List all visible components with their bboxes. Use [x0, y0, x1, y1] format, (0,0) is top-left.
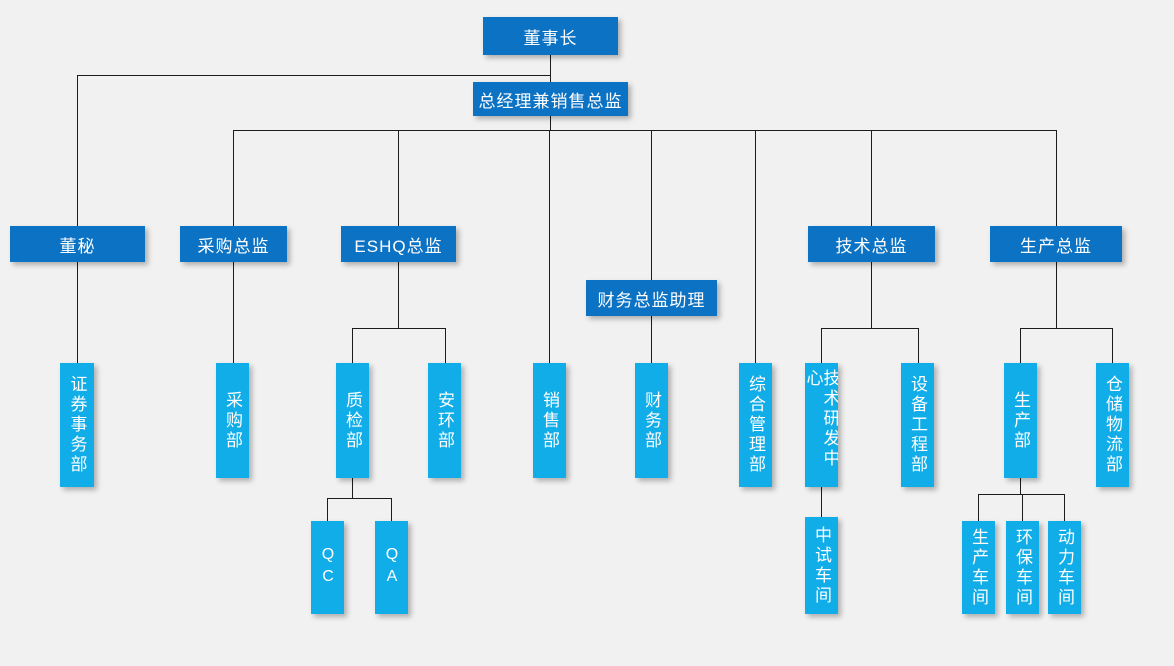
node-qc-dept[interactable]: 质检部	[336, 363, 369, 478]
node-finance-dept[interactable]: 财务部	[635, 363, 668, 478]
connector-finance-assistant-to-dept	[651, 316, 652, 364]
node-admin-dept[interactable]: 综合管理部	[739, 363, 772, 487]
connector-eshq-drop-qc	[352, 328, 353, 364]
connector-tech-drop-equipment	[918, 328, 919, 364]
connector-tech-drop-rd	[821, 328, 822, 364]
node-eshq-director[interactable]: ESHQ总监	[341, 226, 456, 262]
connector-qc-drop-qa	[391, 498, 392, 523]
connector-production-drop-warehouse	[1112, 328, 1113, 364]
connector-drop-production-director	[1056, 130, 1057, 227]
node-equipment-dept[interactable]: 设备工程部	[901, 363, 934, 487]
connector-qc-bus	[327, 498, 392, 499]
node-safety-env-dept[interactable]: 安环部	[428, 363, 461, 478]
connector-eshq-bus	[352, 328, 445, 329]
connector-workshop-bus	[978, 494, 1064, 495]
connector-tech-bus	[821, 328, 918, 329]
node-rd-center[interactable]: 技术研发中心	[805, 363, 838, 487]
connector-qc-stem	[352, 478, 353, 498]
connector-drop-finance-assistant	[651, 130, 652, 281]
connector-production-stem	[1056, 262, 1057, 328]
node-board-secretary[interactable]: 董秘	[10, 226, 145, 262]
connector-workshop-drop-env	[1022, 494, 1023, 522]
connector-chairman-to-gm	[550, 55, 551, 82]
node-pilot-workshop[interactable]: 中试车间	[805, 517, 838, 614]
connector-gm-stem	[550, 116, 551, 130]
connector-qc-drop-qc	[327, 498, 328, 523]
connector-rd-to-pilot	[821, 487, 822, 518]
connector-drop-eshq-director	[398, 130, 399, 227]
connector-tech-stem	[871, 262, 872, 328]
node-production-dept[interactable]: 生产部	[1004, 363, 1037, 478]
connector-drop-admin-dept	[755, 130, 756, 364]
connector-production-bus	[1020, 328, 1113, 329]
connector-drop-tech-director	[871, 130, 872, 227]
connector-chairman-bus-to-secretary	[77, 75, 551, 76]
connector-drop-purchasing-director	[233, 130, 234, 227]
node-purchasing-director[interactable]: 采购总监	[180, 226, 287, 262]
connector-production-drop-dept	[1020, 328, 1021, 364]
node-qa-team[interactable]: QA	[375, 521, 408, 614]
node-qc-team[interactable]: QC	[311, 521, 344, 614]
connector-secretary-drop	[77, 75, 78, 226]
connector-secretary-to-securities	[77, 262, 78, 364]
connector-purchasing-to-dept	[233, 262, 234, 364]
node-purchasing-dept[interactable]: 采购部	[216, 363, 249, 478]
connector-gm-bus	[233, 130, 1057, 131]
node-sales-dept[interactable]: 销售部	[533, 363, 566, 478]
node-production-workshop[interactable]: 生产车间	[962, 521, 995, 614]
connector-drop-sales-dept	[549, 130, 550, 364]
connector-eshq-stem	[398, 262, 399, 328]
node-env-workshop[interactable]: 环保车间	[1006, 521, 1039, 614]
node-securities-dept[interactable]: 证券事务部	[60, 363, 94, 487]
connector-eshq-drop-safety	[445, 328, 446, 364]
node-production-director[interactable]: 生产总监	[990, 226, 1122, 262]
node-tech-director[interactable]: 技术总监	[808, 226, 935, 262]
node-finance-assistant[interactable]: 财务总监助理	[586, 280, 717, 316]
node-chairman[interactable]: 董事长	[483, 17, 618, 55]
node-gm[interactable]: 总经理兼销售总监	[473, 82, 628, 116]
connector-workshop-drop-production	[978, 494, 979, 522]
connector-workshop-drop-power	[1064, 494, 1065, 522]
node-warehouse-dept[interactable]: 仓储物流部	[1096, 363, 1129, 487]
connector-production-dept-stem	[1020, 478, 1021, 494]
node-power-workshop[interactable]: 动力车间	[1048, 521, 1081, 614]
